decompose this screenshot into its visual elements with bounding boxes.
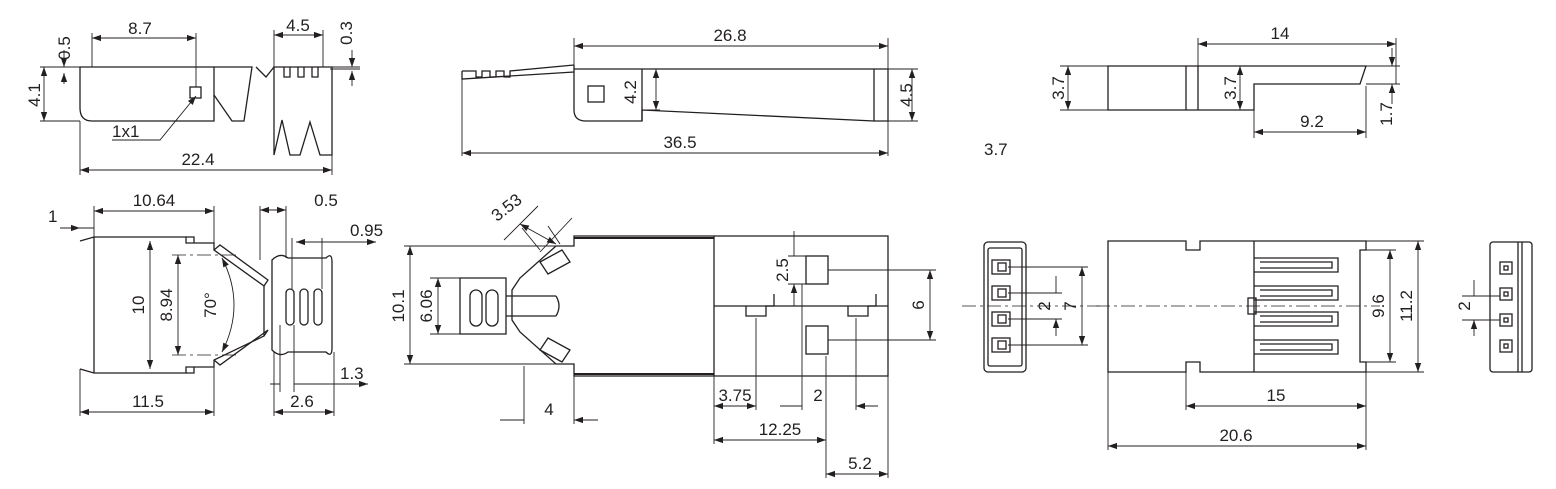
dim-4.5-top: 4.5 — [286, 16, 310, 35]
dim-3.7-left: 3.7 — [1049, 76, 1068, 100]
side-view-left: 0.5 8.7 4.5 0.3 4.1 1x1 22.4 — [25, 16, 360, 175]
side-view-right: 14 3.7 3.7 9.2 1.7 3.7 — [984, 24, 1400, 159]
dim-6.06: 6.06 — [417, 289, 436, 322]
dim-2.6: 2.6 — [290, 392, 314, 411]
dim-0.5-left: 0.5 — [55, 36, 74, 60]
dim-0.95: 0.95 — [350, 221, 383, 240]
dim-3.53: 3.53 — [488, 190, 526, 225]
dim-3.7-loose: 3.7 — [984, 140, 1008, 159]
dim-9.2: 9.2 — [1300, 112, 1324, 131]
plan-view-right: 9.6 11.2 15 20.6 — [1096, 240, 1424, 450]
plan-view-middle: 3.53 10.1 6.06 2.5 6 4 3.75 2 12.25 5.2 — [389, 190, 936, 478]
dim-70-deg: 70° — [201, 292, 220, 318]
dim-4.5-right: 4.5 — [897, 83, 916, 107]
dim-3.7-mid: 3.7 — [1221, 76, 1240, 100]
dim-1.3: 1.3 — [340, 364, 364, 383]
dim-10: 10 — [129, 296, 148, 315]
dim-26.8: 26.8 — [713, 26, 746, 45]
dim-36.5: 36.5 — [663, 133, 696, 152]
dim-2-right-end: 2 — [1455, 301, 1474, 310]
dim-22.4: 22.4 — [181, 150, 214, 169]
dim-4.2: 4.2 — [621, 80, 640, 104]
dim-12.25: 12.25 — [759, 420, 802, 439]
dim-8.94: 8.94 — [157, 288, 176, 321]
dim-11.2: 11.2 — [1397, 290, 1416, 322]
dim-7: 7 — [1061, 301, 1080, 310]
dim-11.5: 11.5 — [132, 392, 164, 411]
side-view-middle: 26.8 4.2 4.5 36.5 — [461, 26, 918, 157]
dim-2-mid: 2 — [813, 386, 822, 405]
dim-15: 15 — [1267, 386, 1286, 405]
dim-2-end: 2 — [1035, 301, 1054, 310]
dim-9.6: 9.6 — [1369, 294, 1388, 318]
dim-4: 4 — [544, 400, 553, 419]
dim-3.75: 3.75 — [718, 386, 751, 405]
dim-20.6: 20.6 — [1219, 426, 1252, 445]
dim-0.5-mid: 0.5 — [314, 191, 338, 210]
dim-4.1: 4.1 — [25, 83, 44, 107]
dim-6: 6 — [909, 300, 928, 309]
dim-14: 14 — [1271, 24, 1290, 43]
dim-2.5: 2.5 — [773, 258, 792, 282]
dim-1.7: 1.7 — [1377, 102, 1396, 126]
dim-10.64: 10.64 — [133, 191, 176, 210]
dim-1: 1 — [48, 207, 57, 226]
end-view-right: 2 — [1455, 241, 1533, 373]
plan-view-left: 1 10.64 0.5 0.95 10 8.94 70° 1.3 11.5 2.… — [48, 191, 383, 416]
dim-0.3: 0.3 — [337, 21, 356, 45]
dim-5.2: 5.2 — [848, 454, 872, 473]
end-view-left: 2 7 — [962, 241, 1100, 373]
dim-1x1: 1x1 — [112, 122, 139, 141]
dim-10.1: 10.1 — [389, 289, 408, 322]
dim-8.7: 8.7 — [128, 19, 152, 38]
